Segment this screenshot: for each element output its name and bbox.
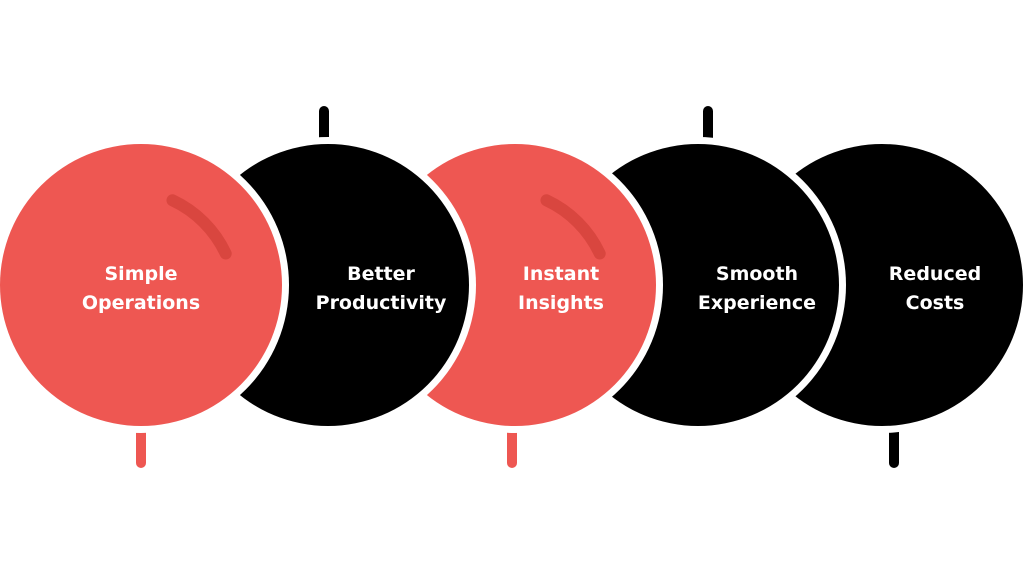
step-label-line1: Instant bbox=[523, 263, 599, 285]
step-label-line1: Simple bbox=[105, 263, 178, 285]
step-label-line1: Better bbox=[347, 263, 415, 285]
highlight-arc bbox=[540, 194, 606, 260]
highlight-arc bbox=[166, 194, 232, 260]
step-label-line1: Reduced bbox=[889, 263, 981, 285]
step-label-line2: Insights bbox=[518, 292, 604, 314]
step-label-line1: Smooth bbox=[716, 263, 798, 285]
circle-shape bbox=[0, 144, 282, 426]
step-label-line2: Experience bbox=[698, 292, 816, 314]
step-label-line2: Operations bbox=[82, 292, 200, 314]
step-label-line2: Costs bbox=[906, 292, 965, 314]
step-label-line2: Productivity bbox=[316, 292, 447, 314]
step-circle-1 bbox=[0, 137, 289, 433]
